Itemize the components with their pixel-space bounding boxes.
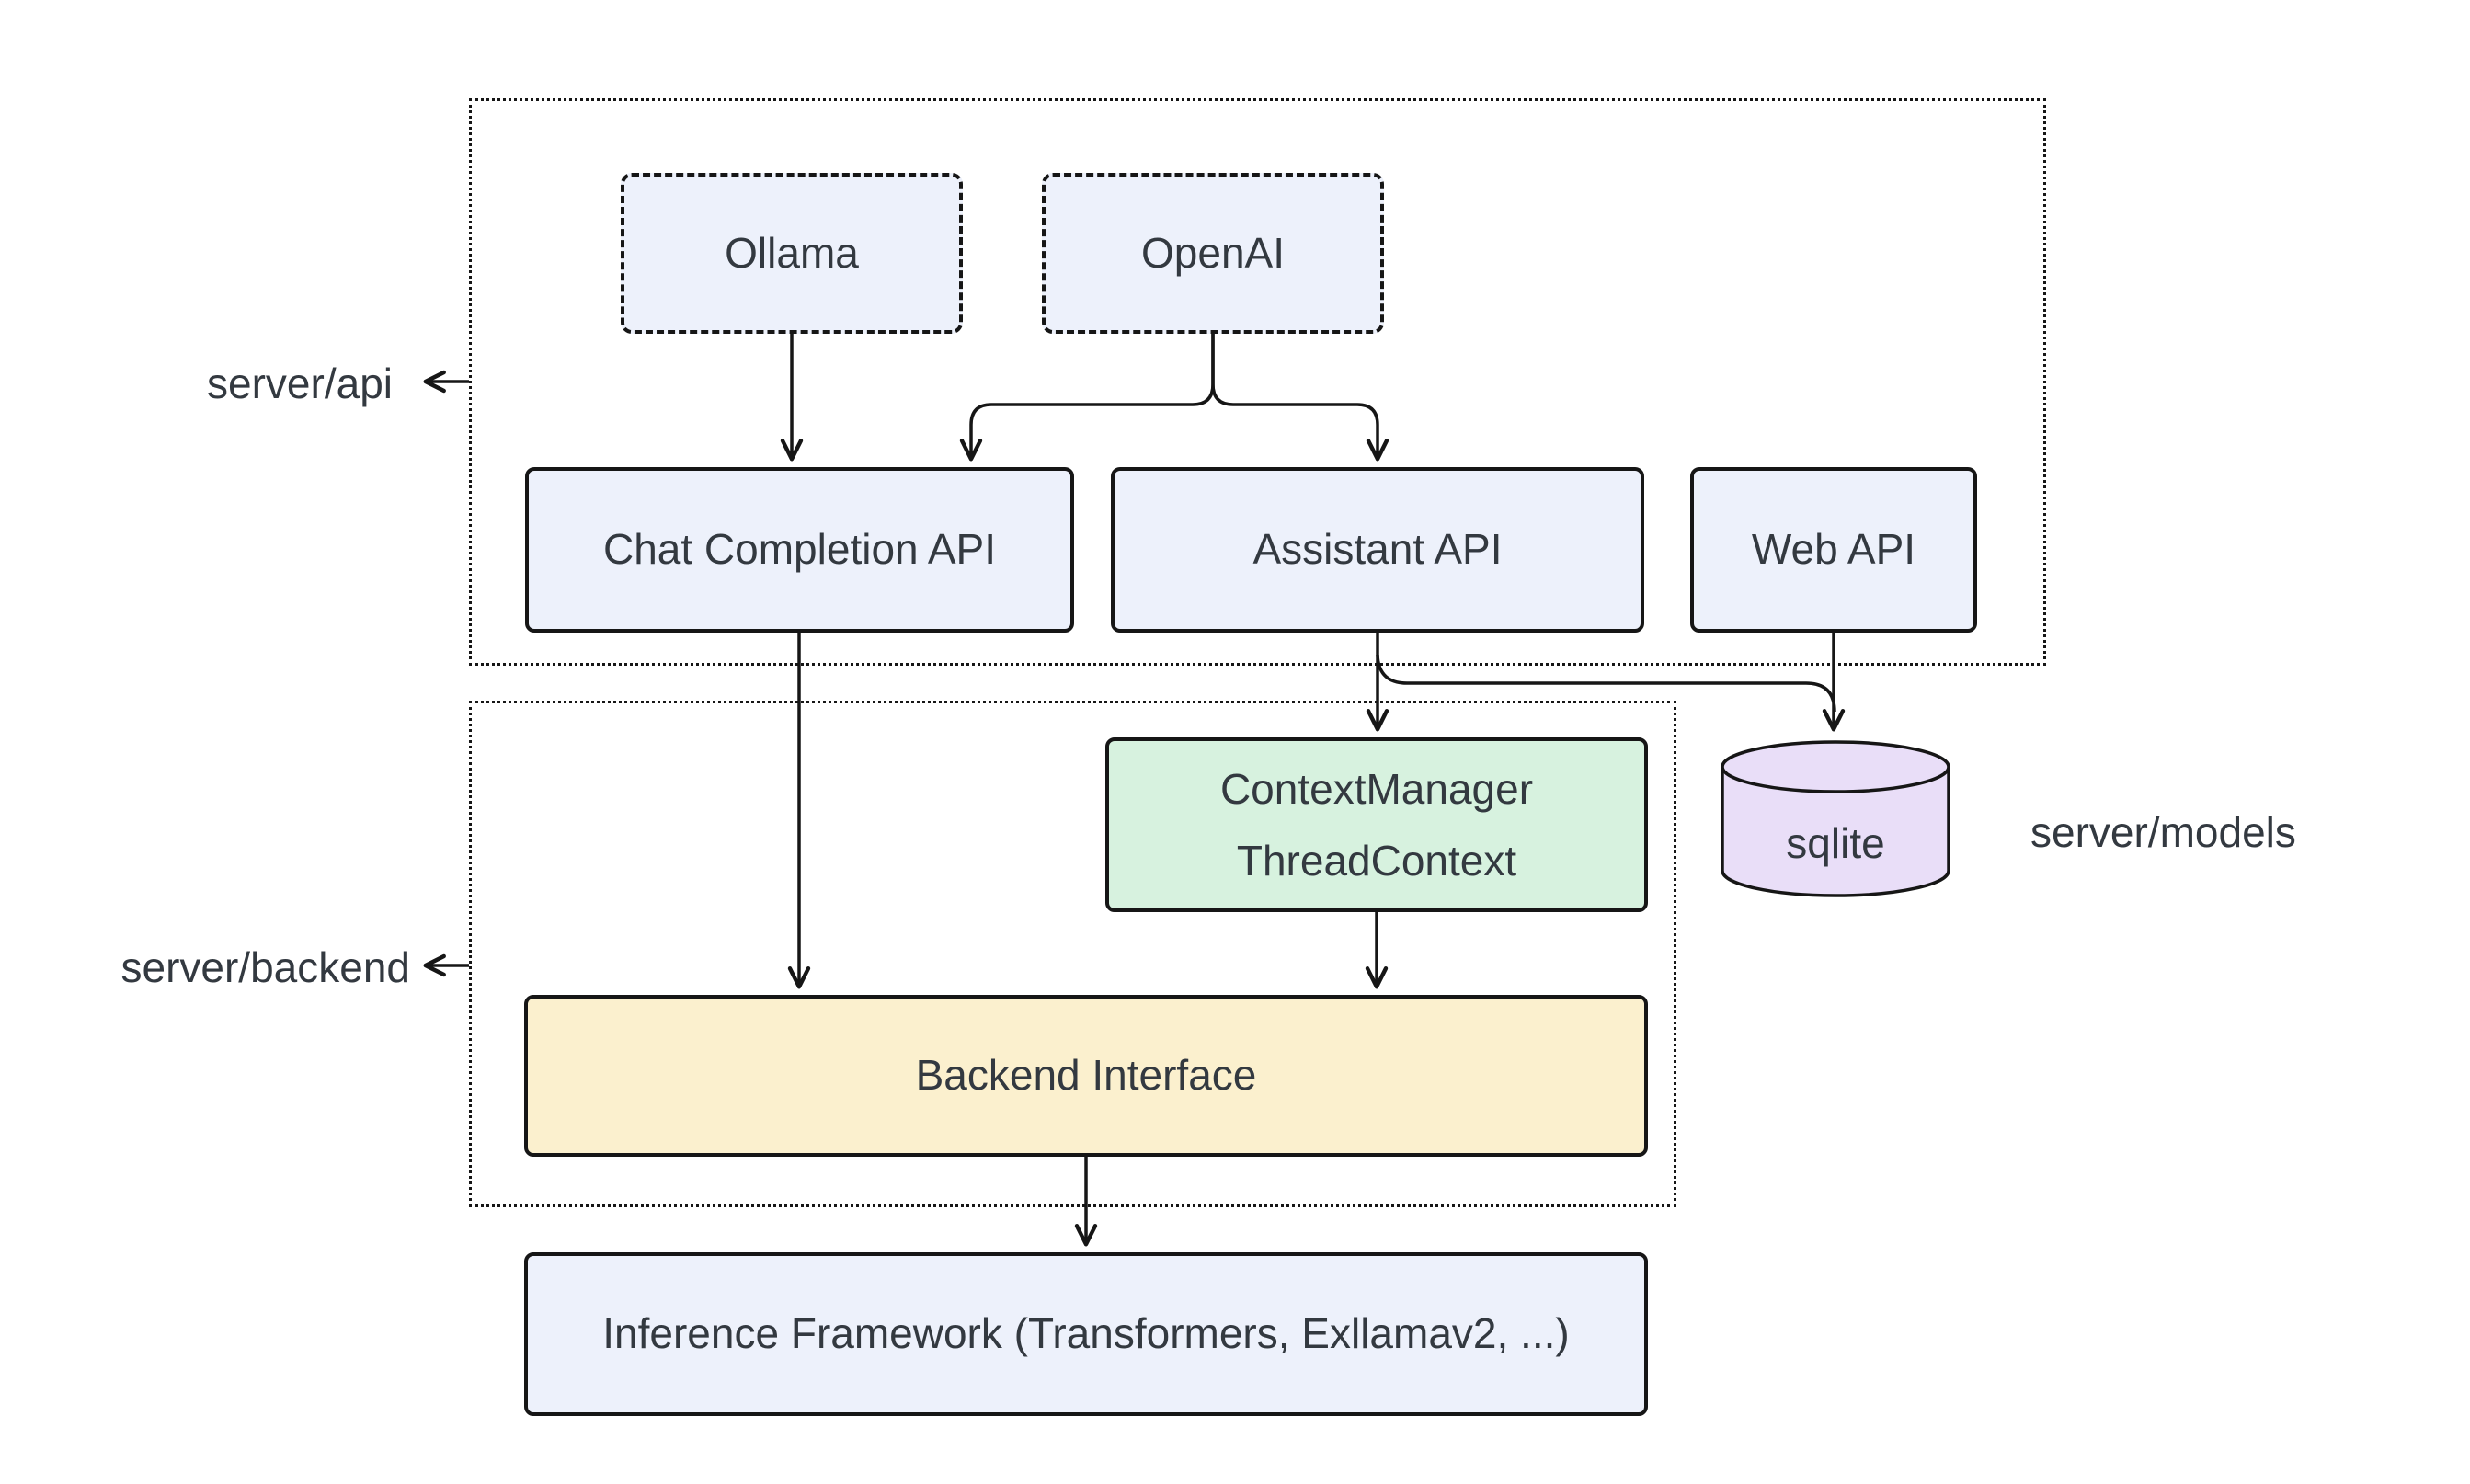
- node-chat-completion-api-label: Chat Completion API: [602, 525, 996, 574]
- node-inference-framework: Inference Framework (Transformers, Exlla…: [524, 1252, 1648, 1416]
- node-backend-interface-label: Backend Interface: [915, 1051, 1257, 1100]
- node-web-api: Web API: [1690, 467, 1977, 633]
- node-chat-completion-api: Chat Completion API: [525, 467, 1074, 633]
- server-backend-container: [469, 701, 1676, 1207]
- node-sqlite-database: sqlite: [1719, 738, 1952, 899]
- node-ollama-label: Ollama: [725, 228, 859, 277]
- node-context-manager-line1: ContextManager: [1219, 764, 1534, 813]
- server-api-container: [469, 98, 2046, 666]
- database-cylinder-icon: [1721, 740, 1950, 897]
- server-api-label: server/api: [207, 360, 393, 407]
- node-assistant-api-label: Assistant API: [1252, 525, 1503, 574]
- node-openai: OpenAI: [1042, 173, 1384, 334]
- node-assistant-api: Assistant API: [1111, 467, 1644, 633]
- node-context-manager: ContextManager ThreadContext: [1105, 737, 1648, 912]
- node-sqlite-label: sqlite: [1786, 818, 1885, 867]
- server-backend-label: server/backend: [120, 943, 411, 991]
- node-backend-interface: Backend Interface: [524, 995, 1648, 1157]
- node-openai-label: OpenAI: [1141, 228, 1285, 277]
- node-web-api-label: Web API: [1751, 525, 1916, 574]
- server-models-label: server/models: [2030, 808, 2296, 856]
- node-ollama: Ollama: [621, 173, 963, 334]
- node-context-manager-line2: ThreadContext: [1236, 837, 1517, 885]
- node-inference-framework-label: Inference Framework (Transformers, Exlla…: [602, 1309, 1570, 1358]
